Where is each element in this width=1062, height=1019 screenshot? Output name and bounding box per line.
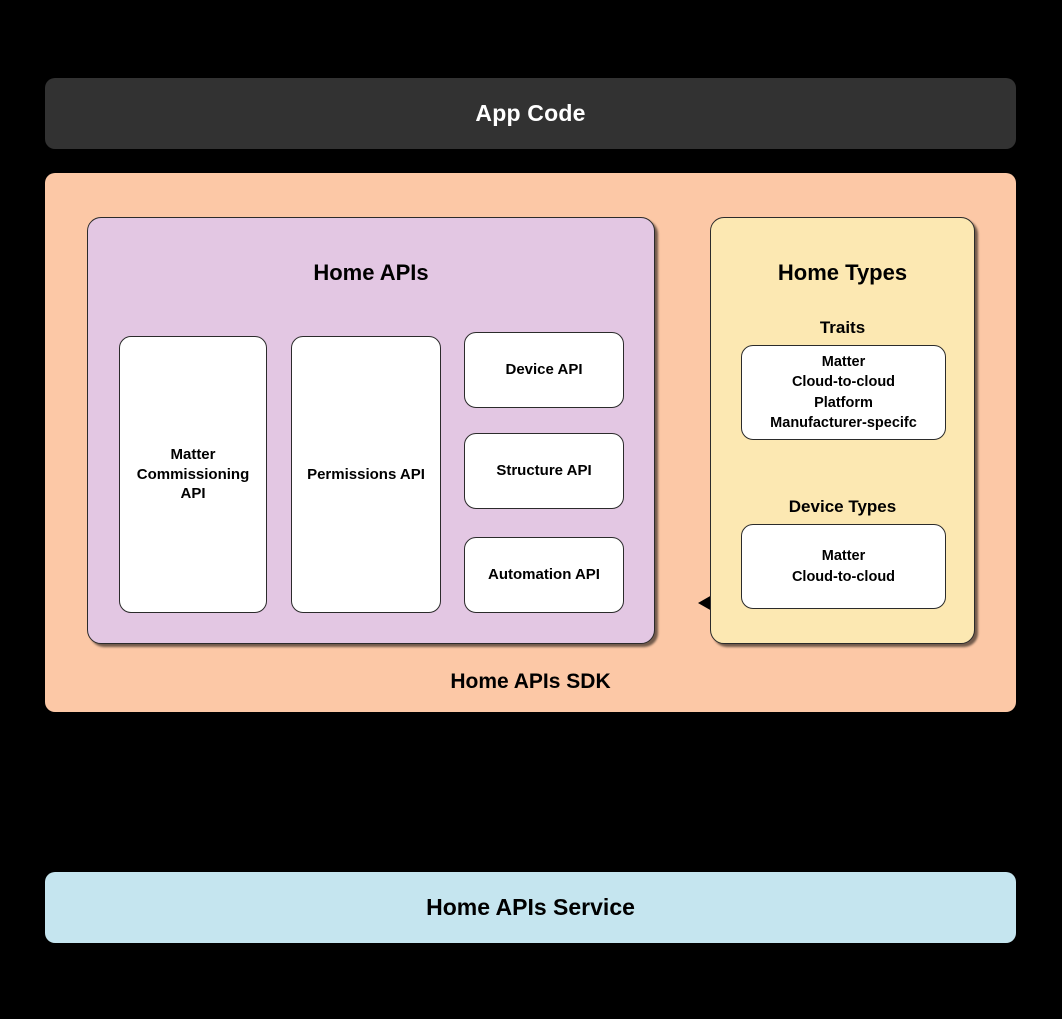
- card-device-api: Device API: [464, 332, 624, 408]
- home-apis-panel: Home APIs Matter Commissioning API Permi…: [87, 217, 655, 644]
- card-structure-api: Structure API: [464, 433, 624, 509]
- home-apis-service-block: Home APIs Service: [45, 872, 1016, 943]
- home-apis-service-label: Home APIs Service: [426, 894, 635, 920]
- traits-subtitle: Traits: [819, 318, 866, 337]
- app-code-label: App Code: [475, 100, 586, 126]
- card-traits-list: Matter Cloud-to-cloud Platform Manufactu…: [741, 345, 946, 440]
- card-permissions-api: Permissions API: [291, 336, 441, 613]
- app-code-block: App Code: [45, 78, 1016, 149]
- home-apis-sdk-container: Home APIs Matter Commissioning API Permi…: [45, 173, 1016, 712]
- home-apis-sdk-label: Home APIs SDK: [450, 670, 611, 693]
- card-matter-commissioning-api: Matter Commissioning API: [119, 336, 267, 613]
- card-device-types-list: Matter Cloud-to-cloud: [741, 524, 946, 609]
- card-automation-api: Automation API: [464, 537, 624, 613]
- home-apis-title: Home APIs: [313, 260, 429, 285]
- home-types-panel: Home Types Traits Matter Cloud-to-cloud …: [710, 217, 975, 644]
- device-types-subtitle: Device Types: [788, 497, 897, 516]
- home-types-title: Home Types: [777, 260, 908, 285]
